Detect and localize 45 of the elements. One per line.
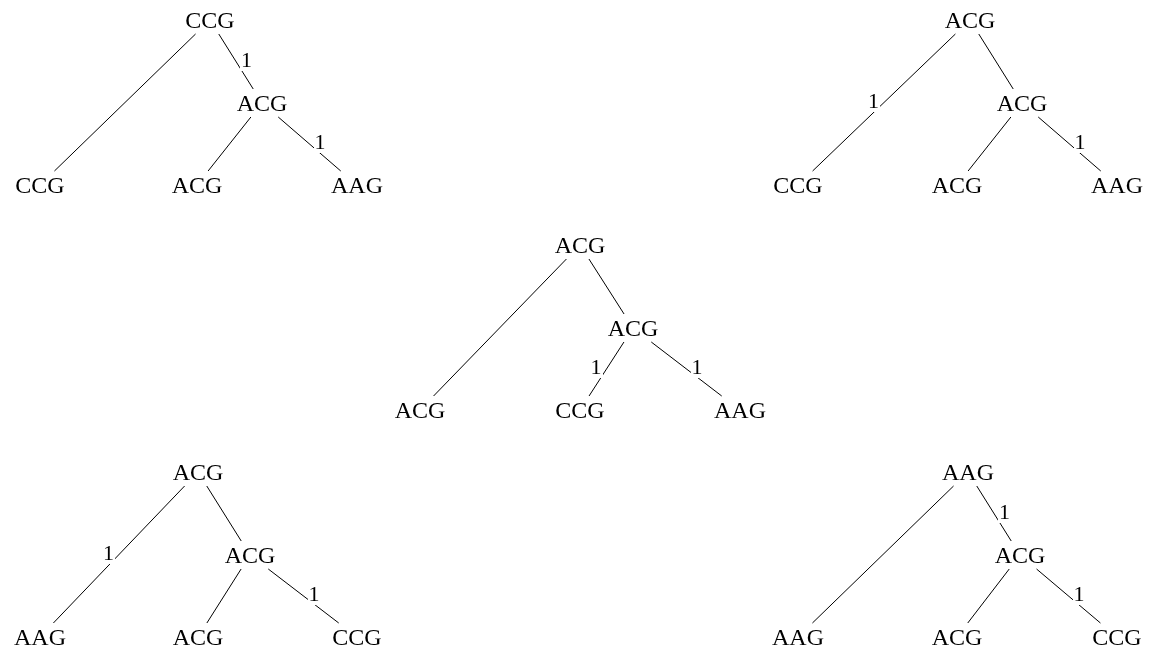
sequence-label: AAG bbox=[1086, 171, 1148, 199]
tree-branch bbox=[978, 33, 1014, 90]
tree-branch bbox=[267, 568, 340, 624]
sequence-label: ACG bbox=[926, 623, 988, 651]
sequence-label: CCG bbox=[1086, 623, 1148, 651]
tree-branch bbox=[206, 568, 242, 624]
sequence-label: CCG bbox=[549, 396, 611, 424]
sequence-label: AAG bbox=[937, 458, 999, 486]
tree-branch bbox=[277, 116, 342, 172]
sequence-label: CCG bbox=[9, 171, 71, 199]
sequence-label: AAG bbox=[767, 623, 829, 651]
sequence-label: CCG bbox=[767, 171, 829, 199]
sequence-label: ACG bbox=[991, 89, 1053, 117]
sequence-label: ACG bbox=[939, 6, 1001, 34]
tree-branch bbox=[1037, 116, 1102, 172]
sequence-label: ACG bbox=[167, 623, 229, 651]
sequence-label: AAG bbox=[709, 396, 771, 424]
tree-branch bbox=[207, 116, 252, 172]
sequence-label: AAG bbox=[9, 623, 71, 651]
tree-branch bbox=[218, 33, 254, 90]
tree-branch bbox=[206, 485, 242, 542]
sequence-label: ACG bbox=[549, 231, 611, 259]
tree-branch bbox=[812, 33, 956, 172]
tree-branch bbox=[650, 341, 723, 397]
sequence-label: AAG bbox=[326, 171, 388, 199]
tree-branch bbox=[967, 116, 1012, 172]
tree-branch bbox=[976, 485, 1012, 542]
tree-branch bbox=[967, 568, 1010, 624]
sequence-label: ACG bbox=[389, 396, 451, 424]
sequence-label: CCG bbox=[179, 6, 241, 34]
tree-branch bbox=[433, 258, 567, 397]
tree-branch bbox=[811, 485, 955, 624]
sequence-label: ACG bbox=[602, 314, 664, 342]
sequence-label: ACG bbox=[219, 541, 281, 569]
sequence-label: CCG bbox=[326, 623, 388, 651]
sequence-label: ACG bbox=[989, 541, 1051, 569]
tree-branch bbox=[53, 33, 197, 172]
tree-branch bbox=[1036, 568, 1101, 624]
tree-branch bbox=[588, 341, 625, 397]
tree-branch bbox=[52, 485, 186, 624]
tree-branch bbox=[588, 258, 625, 315]
sequence-label: ACG bbox=[231, 89, 293, 117]
sequence-label: ACG bbox=[167, 458, 229, 486]
sequence-label: ACG bbox=[166, 171, 228, 199]
sequence-label: ACG bbox=[926, 171, 988, 199]
